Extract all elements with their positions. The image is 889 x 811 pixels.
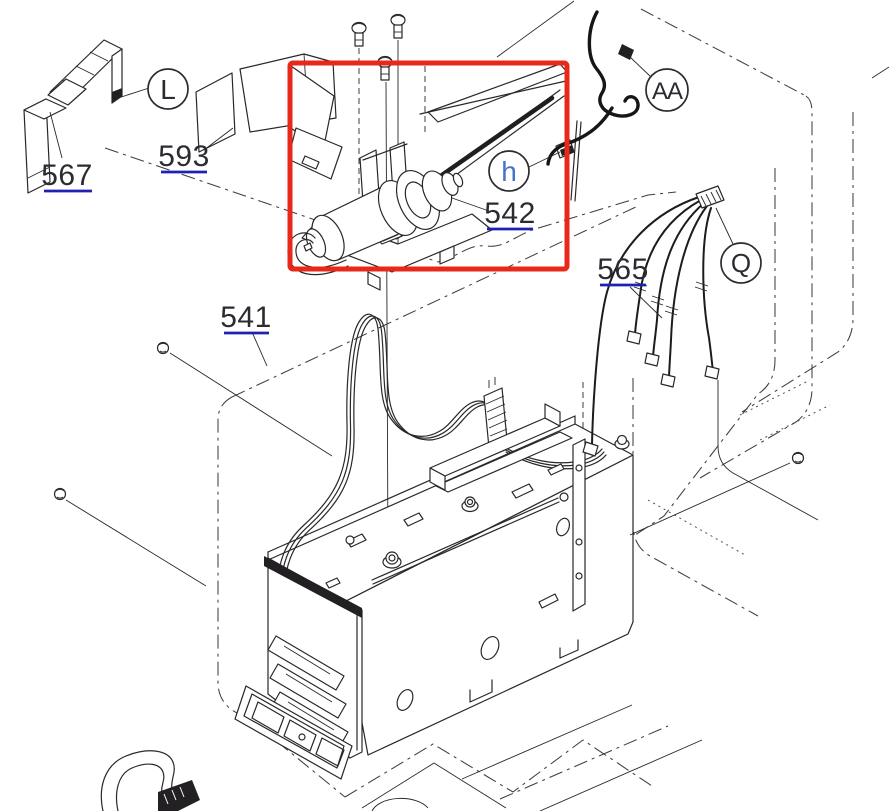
part-label-542[interactable]: 542: [484, 197, 536, 231]
motor-assembly-542: [287, 63, 614, 291]
ref-letter-h[interactable]: h: [501, 156, 517, 187]
ref-circle: [488, 150, 530, 192]
ref-circle: [147, 68, 189, 110]
part-label-565[interactable]: 565: [597, 253, 649, 287]
ref-bubble-Q: Q: [720, 242, 762, 284]
ref-circle: [645, 68, 689, 112]
screw-top-1: [351, 21, 367, 47]
part-567: [23, 39, 123, 194]
cable-aa: [587, 10, 652, 118]
ref-circle: [720, 242, 762, 284]
part-number-593[interactable]: 593: [158, 140, 210, 173]
part-number-567[interactable]: 567: [41, 159, 93, 192]
screw-top-3: [377, 55, 393, 81]
chassis-screws: [53, 341, 805, 587]
phantom-outlines: [104, 0, 889, 811]
chassis-assembly-541: [234, 81, 634, 780]
tube-assembly: [100, 750, 200, 811]
ref-letter-AA: AA: [652, 78, 683, 105]
leader-541: [251, 331, 268, 367]
ref-bubble-L: L: [147, 68, 189, 110]
part-label-593[interactable]: 593: [158, 140, 210, 174]
part-number-565[interactable]: 565: [597, 253, 649, 286]
ref-bubble-AA: AA: [645, 68, 689, 112]
ref-bubble-h[interactable]: h: [488, 150, 530, 192]
leader-542: [451, 197, 490, 212]
screw-top-2: [390, 13, 406, 39]
labels-layer: 567 593 542 541 565 L AA h: [41, 68, 762, 367]
screw-small-2: [53, 487, 67, 501]
leader-L: [111, 87, 150, 101]
part-number-541[interactable]: 541: [220, 301, 272, 334]
screw-small-3: [791, 451, 805, 465]
tray-box: [234, 556, 363, 780]
harness-565: [582, 185, 734, 457]
highlight-box: [287, 60, 570, 272]
ref-letter-L: L: [160, 74, 176, 105]
part-593: [195, 53, 343, 180]
ref-letter-Q: Q: [731, 248, 751, 278]
screw-small-1: [156, 341, 170, 355]
part-label-567[interactable]: 567: [41, 159, 93, 193]
leader-h: [528, 151, 561, 168]
part-label-541[interactable]: 541: [220, 301, 272, 335]
part-number-542[interactable]: 542: [484, 197, 536, 230]
